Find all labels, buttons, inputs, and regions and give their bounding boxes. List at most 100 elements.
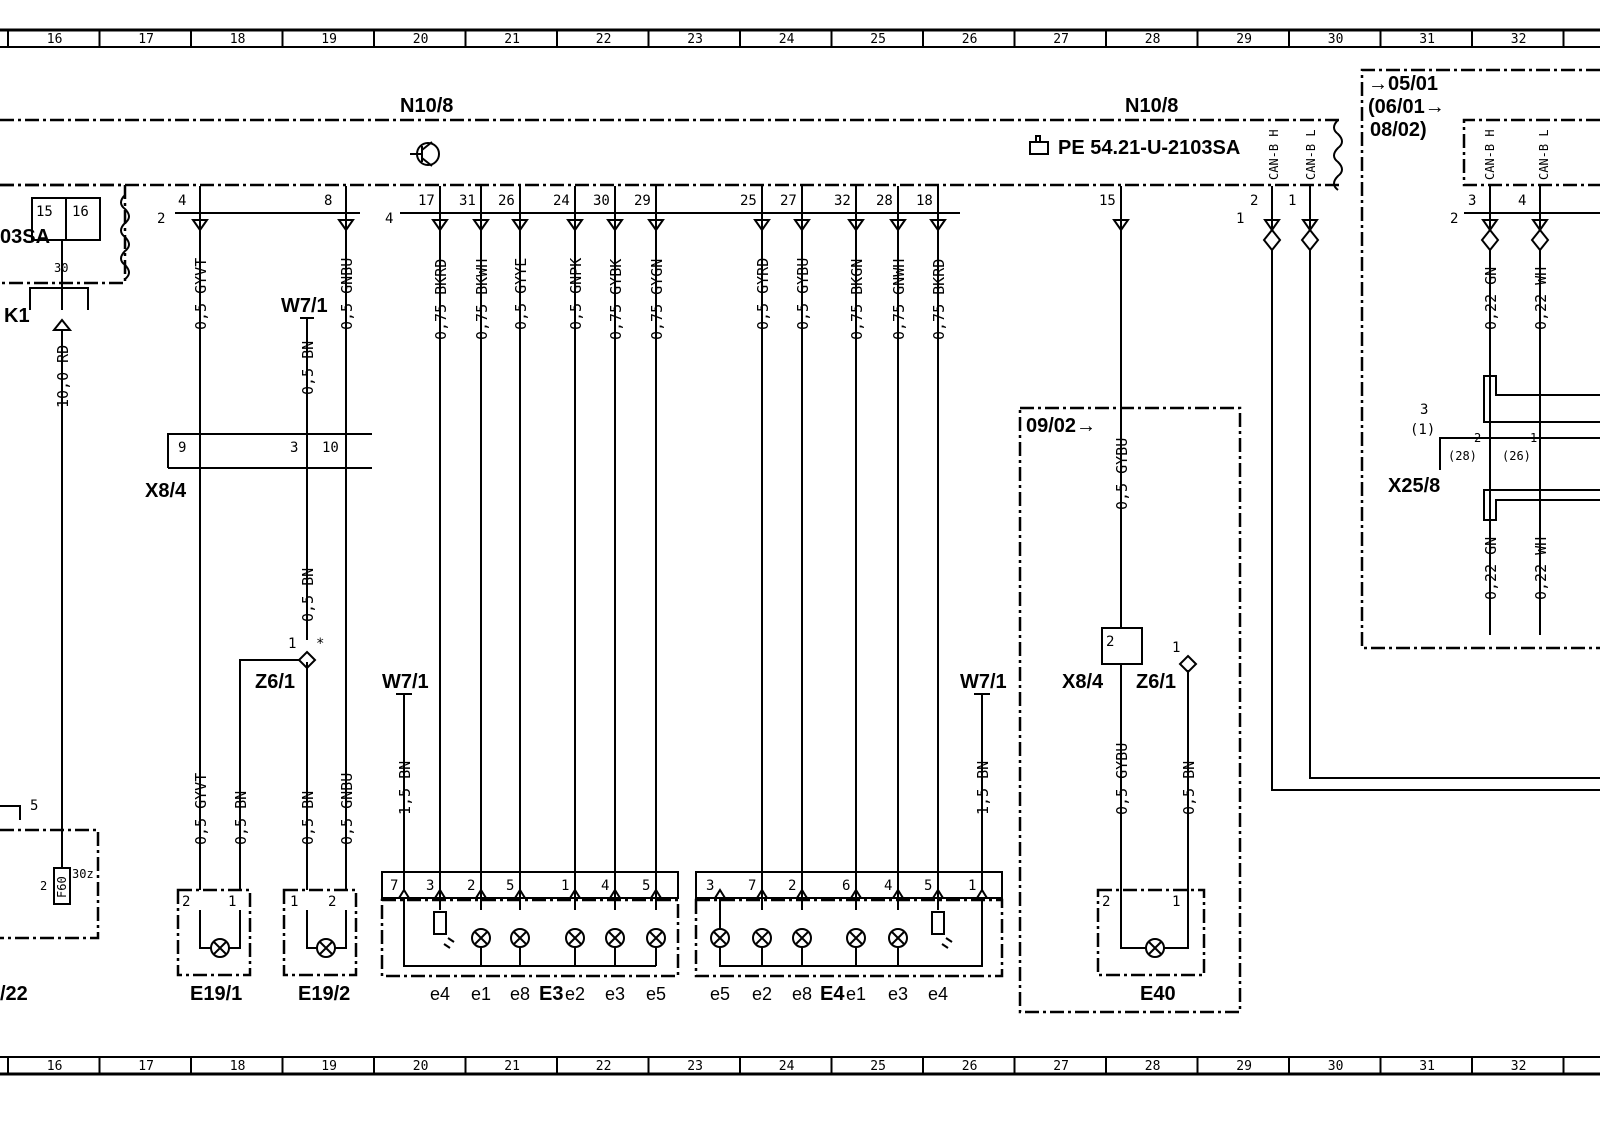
ruler-number: 17	[138, 32, 154, 47]
x25-8-label: X25/8	[1388, 475, 1440, 497]
lamp-label: e1	[471, 984, 491, 1004]
x258-pin-1: 1	[1530, 431, 1537, 445]
e40-section: 09/02→ 1 2 X8/4 Z6/1 0,5 GYBU 0,5 GYBU 0…	[1018, 228, 1242, 1014]
ruler-number: 25	[870, 32, 886, 47]
block-pin-arrow-icon	[609, 888, 621, 899]
pin-arrow-icon	[472, 219, 490, 232]
e3-label: E3	[539, 983, 563, 1005]
ruler-number: 23	[687, 1059, 703, 1074]
wire-e4-bkgn: 0,75 BKGN	[848, 259, 866, 340]
module-22-partial: 5 F60 2 30z /22	[0, 798, 100, 1005]
wires-e19: W7/1 0,5 GYVT 0,5 GNBU 0,5 BN 0,5 BN 1 *…	[192, 228, 356, 890]
block-pin-arrow-icon	[796, 888, 808, 899]
ruler-number: 30	[1328, 32, 1344, 47]
n10-8-label-left: N10/8	[400, 95, 453, 117]
block-pin-arrow-icon	[932, 888, 944, 899]
lamp-label: e2	[752, 984, 772, 1004]
pin-number: 32	[834, 193, 851, 209]
pin-number: 30	[593, 193, 610, 209]
lamp-cross	[755, 931, 769, 945]
block-pin-arrow-icon	[892, 888, 904, 899]
sa-label: 03SA	[0, 226, 50, 248]
ruler-number: 17	[138, 1059, 154, 1074]
ruler-number: 32	[1511, 32, 1527, 47]
f22-label: /22	[0, 983, 28, 1005]
lamp-label: e3	[605, 984, 625, 1004]
f22-pin-2: 2	[40, 879, 47, 893]
n10-8-module: N10/8 N10/8 PE 54.21-U-2103SA CAN-B H CA…	[0, 95, 1343, 191]
x84-pin-3: 3	[290, 440, 298, 456]
wire-e3-gnpk: 0,5 GNPK	[567, 258, 585, 330]
wire-gnbu-top: 0,5 GNBU	[338, 258, 356, 330]
pin-arrow-icon	[566, 219, 584, 232]
transistor-symbol-icon	[410, 141, 440, 167]
sa-pin-30: 30	[54, 261, 68, 275]
fuse-label: F60	[55, 876, 69, 898]
ruler-number: 24	[779, 32, 795, 47]
wire-e192-bn: 0,5 BN	[299, 791, 317, 845]
wire-e40-gybu-top: 0,5 GYBU	[1113, 438, 1131, 510]
e40-pin-1: 1	[1172, 894, 1180, 910]
wire-e3-gybk: 0,75 GYBK	[607, 259, 625, 340]
block-pin-number: 6	[842, 878, 850, 894]
block-pin-arrow-icon	[475, 888, 487, 899]
ruler-number: 29	[1236, 1059, 1252, 1074]
e192-pin-2: 2	[328, 894, 336, 910]
pin-number: 17	[418, 193, 435, 209]
pin-number: 3	[1468, 193, 1476, 209]
lamp-label: e5	[646, 984, 666, 1004]
ruler-number: 24	[779, 1059, 795, 1074]
pin-arrow-icon	[889, 219, 907, 232]
hand-pointer-icon	[1029, 135, 1049, 155]
pin-arrow-icon	[929, 219, 947, 232]
wire-e192-gnbu: 0,5 GNBU	[338, 773, 356, 845]
range-06-01: (06/01→	[1368, 96, 1445, 118]
block-pin-number: 3	[426, 878, 434, 894]
pin-number: 4	[178, 193, 186, 209]
pin-number: 8	[324, 193, 332, 209]
block-pin-number: 4	[884, 878, 892, 894]
block-pin-number: 1	[561, 878, 569, 894]
lamp-cross	[649, 931, 663, 945]
n10-8-label-right: N10/8	[1125, 95, 1178, 117]
block-pin-arrow-icon	[650, 888, 662, 899]
pin-arrow-icon	[1112, 219, 1130, 232]
can-label-4: CAN-B L	[1537, 129, 1551, 180]
x84r-pin-2: 2	[1106, 634, 1114, 650]
ruler-number: 20	[413, 1059, 429, 1074]
wire-e4-gybu: 0,5 GYBU	[794, 258, 812, 330]
sa-pin-16: 16	[72, 204, 89, 220]
w71-label-b: W7/1	[382, 671, 429, 693]
x258-pin-26: (26)	[1502, 449, 1531, 463]
x258-pin-28: (28)	[1448, 449, 1477, 463]
wire-k1-supply: 10,0 RD	[54, 345, 72, 408]
lamp-cross	[849, 931, 863, 945]
e192-pin-1: 1	[290, 894, 298, 910]
block-pin-number: 2	[467, 878, 475, 894]
pin-number: 1	[1288, 193, 1296, 209]
ruler-number: 20	[413, 32, 429, 47]
ruler-number: 22	[596, 1059, 612, 1074]
ruler-number: 16	[47, 32, 63, 47]
ruler-number: 26	[962, 32, 978, 47]
lamp-cross	[513, 931, 527, 945]
pin-arrow-icon	[337, 219, 355, 232]
block-pin-number: 5	[506, 878, 514, 894]
pin-number: 29	[634, 193, 651, 209]
z6-1-label-left: Z6/1	[255, 671, 295, 693]
wire-gyvt-top: 0,5 GYVT	[192, 258, 210, 330]
f22-pin-30z: 30z	[72, 867, 94, 881]
wires-e4: W7/1 0,5 GYRD 0,5 GYBU 0,75 BKGN 0,75 GN…	[754, 228, 1007, 910]
wire-can-wh-top: 0,22 WH	[1532, 267, 1550, 330]
k1-label: K1	[4, 305, 30, 327]
f22-pin-5: 5	[30, 798, 38, 814]
ruler-number: 18	[230, 32, 246, 47]
e19-2-label: E19/2	[298, 983, 350, 1005]
x258-pin-2: 2	[1474, 431, 1481, 445]
wire-e3-gyye: 0,5 GYYE	[512, 258, 530, 330]
lamp-label: e2	[565, 984, 585, 1004]
lamp-cross	[713, 931, 727, 945]
